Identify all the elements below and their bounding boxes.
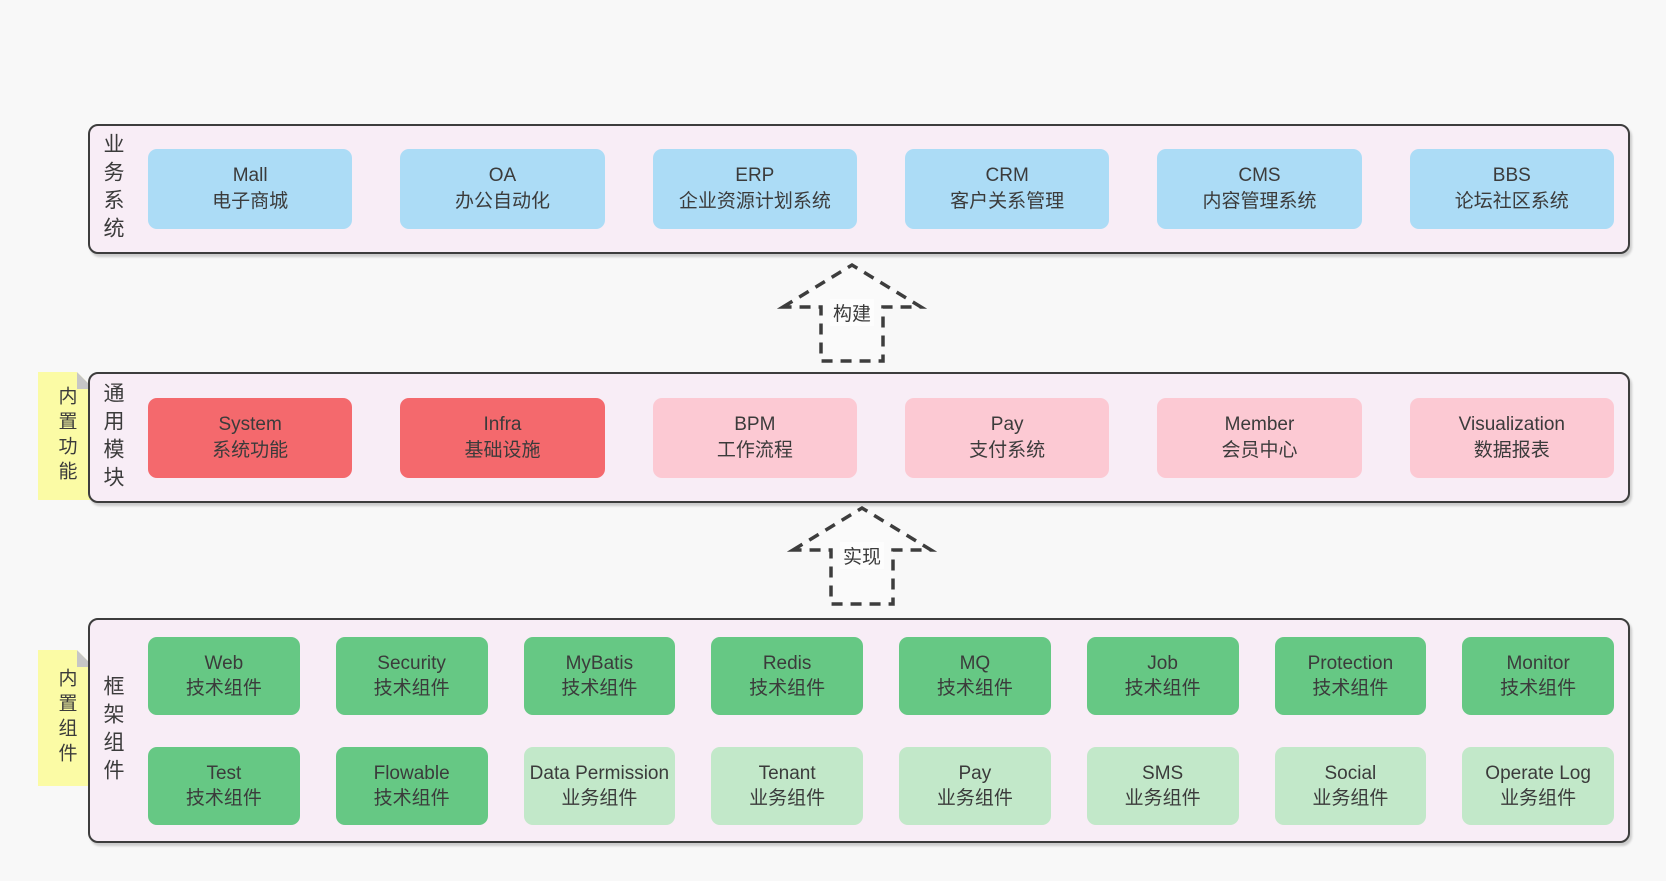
- node-title: Redis: [762, 652, 812, 674]
- node-system: System 系统功能: [148, 397, 353, 478]
- node-title: Web: [204, 652, 244, 674]
- node-title: Visualization: [1458, 413, 1565, 435]
- arrow-build: 构建: [777, 261, 927, 365]
- node-title: Infra: [483, 413, 522, 435]
- node-bbs: BBS 论坛社区系统: [1409, 149, 1614, 229]
- node-subtitle: 客户关系管理: [950, 191, 1065, 212]
- node-visualization: Visualization 数据报表: [1409, 397, 1614, 478]
- node-pay-business: Pay 业务组件: [899, 746, 1051, 825]
- node-subtitle: 工作流程: [716, 439, 793, 461]
- node-subtitle: 技术组件: [185, 787, 262, 809]
- node-flowable: Flowable 技术组件: [335, 746, 488, 825]
- node-social: Social 业务组件: [1274, 746, 1427, 825]
- node-title: System: [218, 413, 282, 435]
- node-job: Job 技术组件: [1086, 636, 1239, 715]
- node-bpm: BPM 工作流程: [652, 397, 857, 478]
- node-subtitle: 业务组件: [1500, 787, 1577, 809]
- node-subtitle: 技术组件: [373, 677, 450, 699]
- layer-common-modules: 通用模块 System 系统功能 Infra 基础设施 BPM 工作流程 Pay…: [88, 372, 1630, 503]
- node-mq: MQ 技术组件: [899, 636, 1051, 715]
- node-subtitle: 会员中心: [1221, 439, 1298, 461]
- node-oa: OA 办公自动化: [400, 149, 605, 229]
- node-data-permission: Data Permission 业务组件: [523, 746, 676, 825]
- node-title: OA: [488, 165, 517, 186]
- node-title: BPM: [734, 413, 776, 435]
- node-subtitle: 技术组件: [1312, 677, 1389, 699]
- node-title: Tenant: [758, 762, 816, 784]
- arrow-label: 构建: [829, 299, 875, 326]
- sticky-note-label: 内置组件: [55, 668, 77, 768]
- node-title: CMS: [1238, 165, 1281, 186]
- sticky-note-label: 内置功能: [55, 386, 77, 486]
- node-title: Pay: [958, 762, 992, 784]
- node-title: Mall: [232, 165, 268, 186]
- node-infra: Infra 基础设施: [400, 397, 605, 478]
- node-test: Test 技术组件: [148, 746, 300, 825]
- node-subtitle: 业务组件: [561, 787, 638, 809]
- layer-label: 通用模块: [101, 381, 124, 494]
- node-title: CRM: [985, 165, 1029, 186]
- node-subtitle: 技术组件: [373, 787, 450, 809]
- node-member: Member 会员中心: [1157, 397, 1362, 478]
- layer-business-systems: 业务系统 Mall 电子商城 OA 办公自动化 ERP 企业资源计划系统 CRM…: [88, 124, 1630, 254]
- node-subtitle: 支付系统: [969, 439, 1046, 461]
- node-title: MyBatis: [565, 652, 634, 674]
- node-monitor: Monitor 技术组件: [1462, 636, 1614, 715]
- node-subtitle: 技术组件: [749, 677, 826, 699]
- node-subtitle: 业务组件: [1124, 787, 1201, 809]
- node-title: MQ: [959, 652, 991, 674]
- sticky-note-built-in-components: 内置组件: [38, 650, 94, 786]
- node-tenant: Tenant 业务组件: [711, 746, 863, 825]
- node-title: Member: [1224, 413, 1295, 435]
- node-subtitle: 技术组件: [185, 677, 262, 699]
- node-title: Monitor: [1506, 652, 1570, 674]
- node-title: Data Permission: [529, 762, 670, 784]
- node-subtitle: 基础设施: [464, 439, 541, 461]
- node-subtitle: 业务组件: [1312, 787, 1389, 809]
- node-subtitle: 业务组件: [936, 787, 1013, 809]
- node-subtitle: 办公自动化: [454, 191, 550, 212]
- node-title: Test: [206, 762, 242, 784]
- node-title: BBS: [1492, 165, 1531, 186]
- sticky-note-built-in-features: 内置功能: [38, 372, 94, 500]
- node-redis: Redis 技术组件: [711, 636, 863, 715]
- node-operate-log: Operate Log 业务组件: [1462, 746, 1614, 825]
- node-subtitle: 技术组件: [561, 677, 638, 699]
- node-title: ERP: [735, 165, 775, 186]
- node-protection: Protection 技术组件: [1274, 636, 1427, 715]
- node-security: Security 技术组件: [335, 636, 488, 715]
- node-subtitle: 技术组件: [1500, 677, 1577, 699]
- node-title: Job: [1147, 652, 1178, 674]
- node-subtitle: 内容管理系统: [1202, 191, 1317, 212]
- node-subtitle: 技术组件: [936, 677, 1013, 699]
- node-title: Pay: [990, 413, 1024, 435]
- node-cms: CMS 内容管理系统: [1157, 149, 1362, 229]
- node-subtitle: 数据报表: [1473, 439, 1550, 461]
- node-title: Operate Log: [1485, 762, 1591, 784]
- node-subtitle: 系统功能: [212, 439, 289, 461]
- node-subtitle: 业务组件: [749, 787, 826, 809]
- arrow-label: 实现: [839, 542, 885, 569]
- layer-label: 业务系统: [101, 133, 124, 245]
- node-sms: SMS 业务组件: [1086, 746, 1239, 825]
- node-subtitle: 企业资源计划系统: [678, 191, 831, 212]
- node-subtitle: 技术组件: [1124, 677, 1201, 699]
- node-title: Protection: [1307, 652, 1394, 674]
- layer-framework-components: 框架组件 Web 技术组件 Security 技术组件 MyBatis 技术组件…: [88, 618, 1630, 843]
- node-title: Security: [377, 652, 446, 674]
- node-web: Web 技术组件: [148, 636, 300, 715]
- node-subtitle: 论坛社区系统: [1454, 191, 1569, 212]
- node-mall: Mall 电子商城: [148, 149, 353, 229]
- node-mybatis: MyBatis 技术组件: [523, 636, 676, 715]
- node-crm: CRM 客户关系管理: [904, 149, 1110, 229]
- node-pay: Pay 支付系统: [904, 397, 1110, 478]
- node-erp: ERP 企业资源计划系统: [652, 149, 857, 229]
- node-title: Flowable: [373, 762, 450, 784]
- node-title: Social: [1324, 762, 1377, 784]
- node-subtitle: 电子商城: [212, 191, 289, 212]
- arrow-implement: 实现: [787, 504, 937, 608]
- node-title: SMS: [1142, 762, 1184, 784]
- layer-label: 框架组件: [101, 674, 124, 787]
